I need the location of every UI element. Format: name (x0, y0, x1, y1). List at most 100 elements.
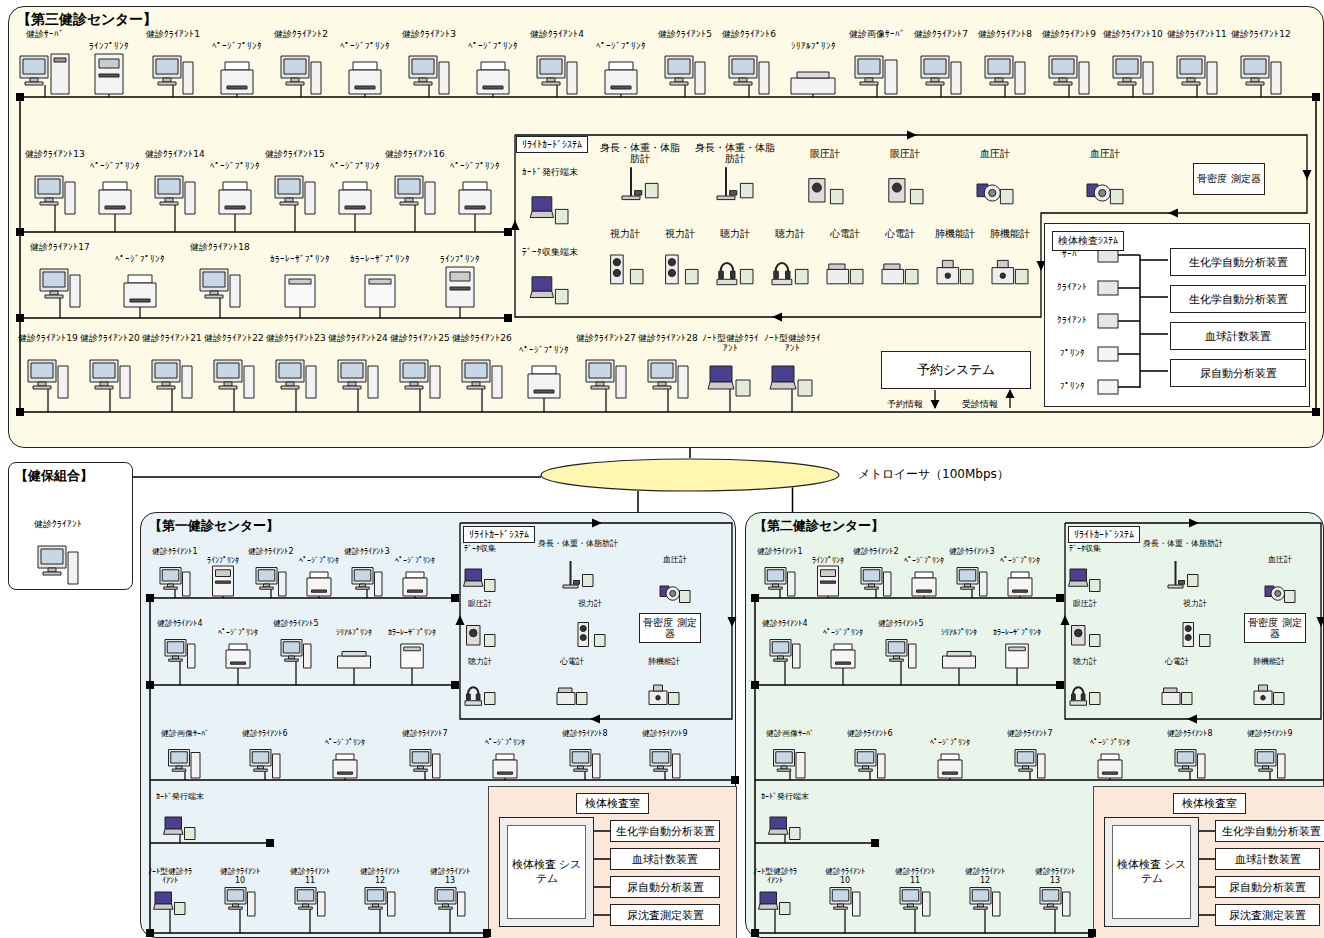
device-label: 視力計 (1183, 600, 1207, 609)
device-label: ﾍﾟｰｼﾞﾌﾟﾘﾝﾀ (1090, 739, 1130, 748)
device-label: ｶｰﾄﾞ発行端末 (156, 793, 204, 802)
device-label: 身長・体重・体脂肪計 (693, 142, 777, 164)
device-icon (1072, 626, 1101, 647)
device-label: ﾍﾟｰｼﾞﾌﾟﾘﾝﾀ (519, 346, 569, 356)
drop-line (984, 909, 985, 933)
device-label: ｶｰﾄﾞ発行端末 (522, 168, 578, 178)
device-icons (20, 54, 1295, 933)
device-icon (446, 267, 474, 307)
device-icon (818, 566, 839, 596)
network-link (1199, 914, 1215, 916)
device-label: 肺機能計 (990, 228, 1030, 239)
device-icon (213, 566, 234, 596)
drop-line (109, 389, 110, 412)
network-link (1199, 886, 1215, 888)
device-box: 骨密度 測定器 (1244, 613, 1306, 643)
device-label: 健診ｸﾗｲｱﾝﾄ27 (576, 334, 635, 344)
node-text: 血球計数装置 (628, 852, 702, 867)
node-text: ﾘﾗｲﾄｶｰﾄﾞｼｽﾃﾑ (1068, 526, 1140, 543)
device-icon (365, 888, 395, 917)
device-icon (400, 360, 440, 398)
device-label: 健診ｸﾗｲｱﾝﾄ12 (963, 868, 1007, 886)
analyzer-box: 尿沈査測定装置 (610, 904, 720, 926)
drop-line (424, 771, 425, 780)
device-label: ﾍﾟｰｼﾞﾌﾟﾘﾝﾀ (325, 739, 365, 748)
device-icon (214, 360, 254, 398)
device-label: ﾍﾟｰｼﾞﾌﾟﾘﾝﾀ (212, 42, 262, 52)
drop-line (729, 389, 730, 412)
device-icon (250, 750, 280, 779)
device-label: ﾍﾟｰｼﾞﾌﾟﾘﾝﾀ (485, 739, 525, 748)
device-label: 血圧計 (1268, 556, 1292, 565)
node-text: 【第二健診センター】 (746, 513, 892, 539)
drop-line (174, 205, 175, 232)
device-icon (154, 892, 186, 915)
device-label: 健診ｸﾗｲｱﾝﾄ19 (18, 334, 77, 344)
device-label: ｶｰﾄﾞ発行端末 (761, 793, 809, 802)
device-label: 健診ｸﾗｲｱﾝﾄ11 (288, 868, 332, 886)
device-label: 健診ｸﾗｲｱﾝﾄ6 (722, 30, 776, 40)
device-icon (666, 255, 698, 284)
device-icon (155, 176, 195, 214)
drop-line (869, 771, 870, 780)
drop-line (295, 661, 296, 685)
device-icon (281, 640, 311, 669)
drop-line (59, 298, 60, 318)
device-icon (219, 182, 251, 214)
device-label: 眼圧計 (468, 600, 492, 609)
device-icon (165, 640, 195, 669)
device-label: 肺機能計 (935, 228, 975, 239)
device-icon (20, 54, 69, 94)
drop-line (449, 909, 450, 933)
device-icon (622, 167, 658, 199)
device-label: 健診ｸﾗｲｱﾝﾄ25 (390, 334, 449, 344)
device-icon (1241, 56, 1281, 94)
device-icon (1265, 586, 1295, 603)
node-text: 生化学自動分析装置 (1185, 255, 1292, 270)
device-label: 健診ｸﾗｲｱﾝﾄ3 (402, 30, 456, 40)
device-icon (307, 572, 331, 596)
device-label: 受診情報 (962, 400, 998, 410)
drop-line (875, 589, 876, 598)
device-label: 血圧計 (1090, 148, 1120, 159)
drop-line (1196, 85, 1197, 97)
device-label: ﾍﾟｰｼﾞﾌﾟﾘﾝﾀ (115, 255, 165, 265)
device-icon (769, 817, 801, 840)
device-label: ｶﾗｰﾚｰｻﾞﾌﾟﾘﾝﾀ (388, 629, 436, 638)
device-icon (770, 640, 800, 669)
device-icon (401, 644, 424, 668)
device-label: ｶﾗｰﾚｰｻﾞﾌﾟﾘﾝﾀ (270, 255, 330, 265)
device-label: 健診ｸﾗｲｱﾝﾄ10 (823, 868, 867, 886)
node-text: 【健保組合】 (9, 463, 99, 489)
device-label: ﾍﾟｰｼﾞﾌﾟﾘﾝﾀ (299, 557, 339, 566)
device-label: ﾍﾟｰｼﾞﾌﾟﾘﾝﾀ (395, 557, 435, 566)
device-icon (1254, 685, 1284, 705)
drop-line (1004, 85, 1005, 97)
device-label: 聴力計 (720, 228, 750, 239)
device-icon (665, 56, 705, 94)
network-link (792, 487, 794, 512)
device-icon (1177, 56, 1217, 94)
device-label: 健診ｸﾗｲｱﾝﾄ2 (248, 548, 293, 557)
analyzer-box: 尿自動分析装置 (1215, 876, 1320, 898)
device-icon (40, 269, 80, 307)
device-icon (970, 888, 1000, 917)
device-label: 予約情報 (887, 400, 923, 410)
device-icon (765, 568, 795, 597)
node-text: 骨密度 測定器 (1245, 617, 1305, 640)
device-label: 健診ｸﾗｲｱﾝﾄ14 (145, 150, 204, 160)
drop-line (264, 771, 265, 780)
device-icon (38, 546, 78, 584)
device-icon (462, 360, 502, 398)
device-label: 身長・体重・体脂肪計 (1143, 540, 1223, 549)
device-label: 健診ｸﾗｲｱﾝﾄ4 (157, 620, 202, 629)
device-icon (1098, 754, 1122, 778)
device-icon (164, 817, 196, 840)
node-text: ﾘﾗｲﾄｶｰﾄﾞｼｽﾃﾑ (516, 136, 588, 153)
device-label: ﾗｲﾝﾌﾟﾘﾝﾀ (207, 557, 239, 566)
analyzer-box: 生化学自動分析装置 (1215, 820, 1324, 842)
device-icon (395, 176, 435, 214)
analyzer-box: 尿沈査測定装置 (1215, 904, 1320, 926)
device-icon (365, 275, 395, 307)
device-icon (1162, 688, 1192, 705)
